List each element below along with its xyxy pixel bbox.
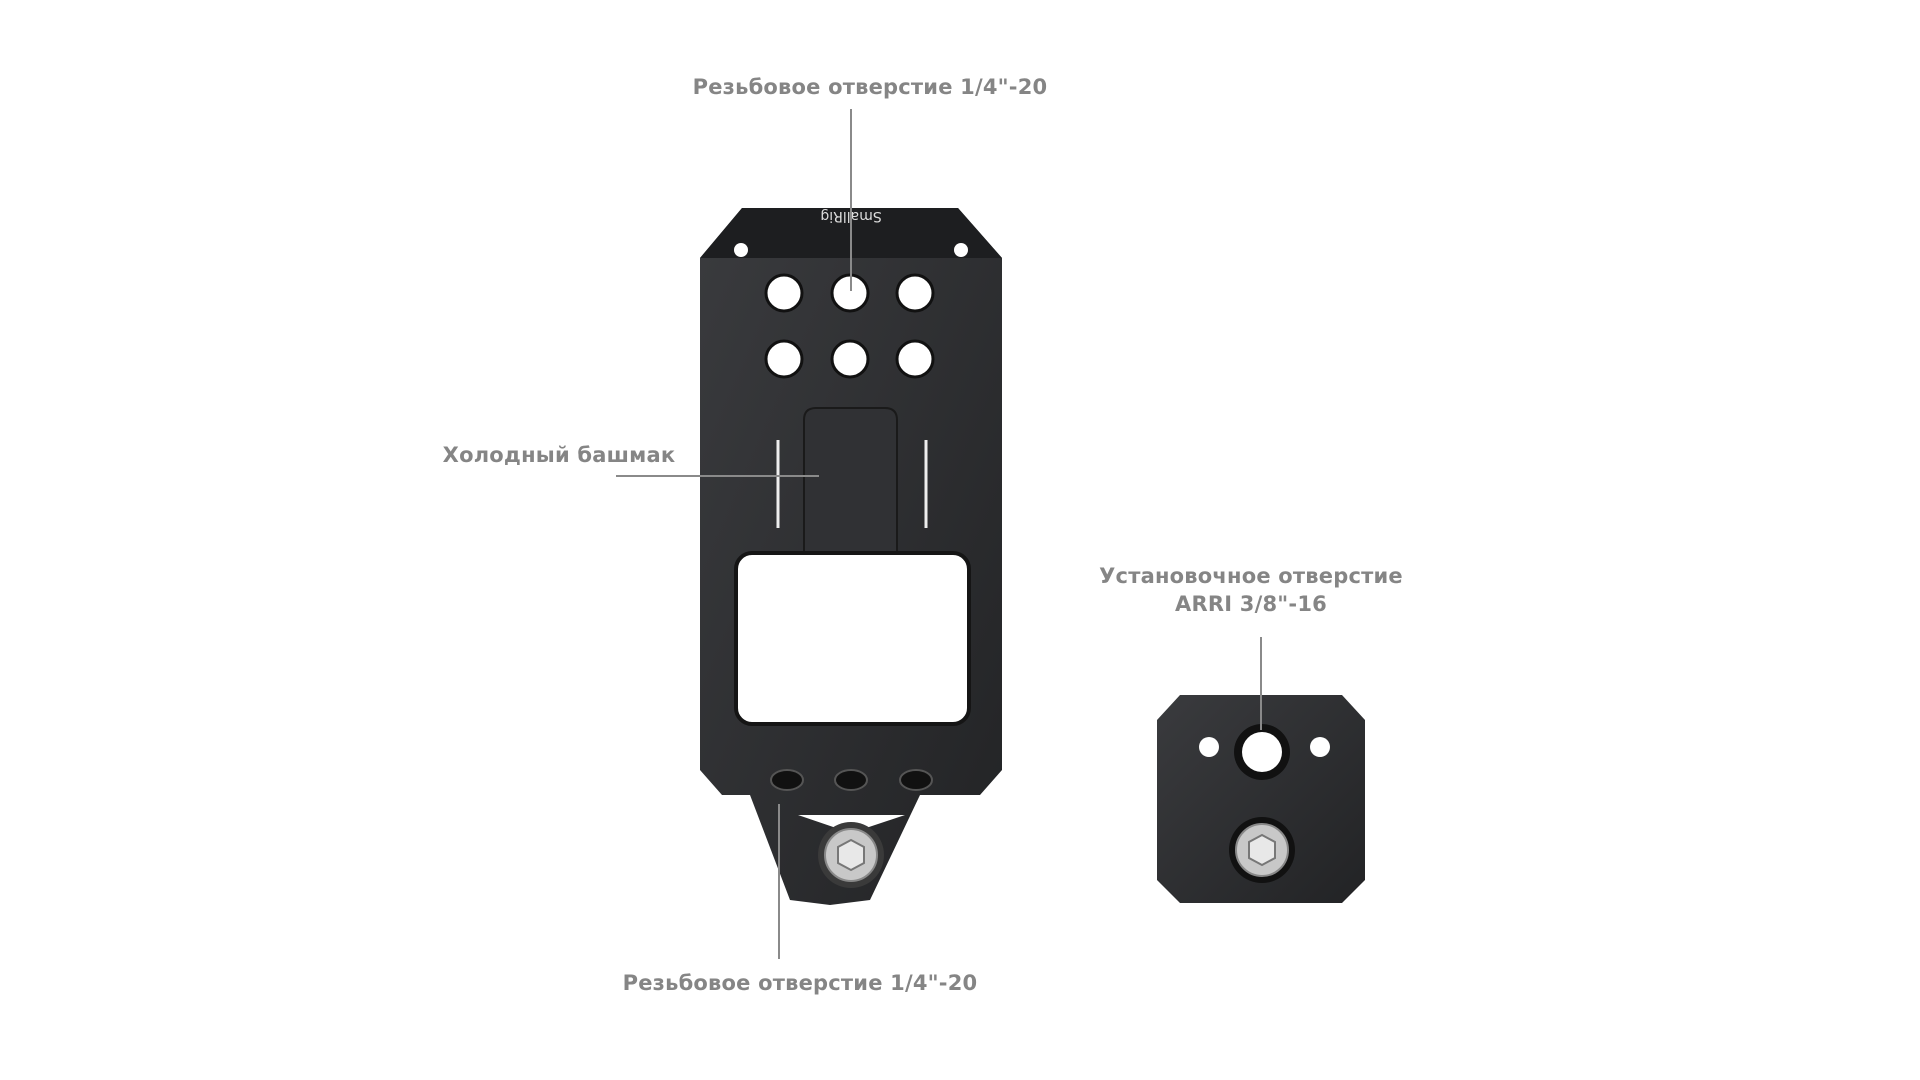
- label-top-thread: Резьбовое отверстие 1/4"-20: [692, 75, 1048, 99]
- arri-mounting-plate: [1157, 695, 1365, 903]
- cold-shoe: [803, 407, 898, 553]
- window-cutout: [734, 551, 971, 726]
- label-arri-line1: Установочное отверстие: [1099, 564, 1403, 588]
- label-cold-shoe: Холодный башмак: [442, 443, 676, 467]
- label-arri-line2: ARRI 3/8"-16: [1175, 592, 1327, 616]
- main-mounting-plate: SmallRig: [700, 208, 1002, 905]
- threaded-holes-grid: [764, 273, 935, 379]
- leader-lines: [616, 109, 1262, 959]
- label-bottom-thread: Резьбовое отверстие 1/4"-20: [622, 971, 978, 995]
- label-arri: Установочное отверстие ARRI 3/8"-16: [1099, 562, 1403, 618]
